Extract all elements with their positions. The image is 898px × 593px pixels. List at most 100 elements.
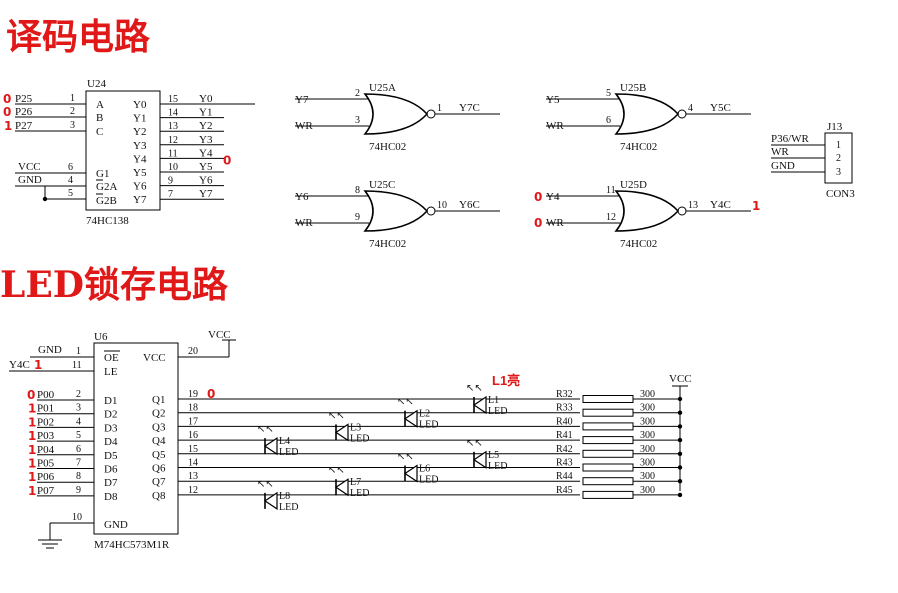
u6-input-state: 1 [28, 415, 36, 429]
u24-output-name: Y6 [133, 181, 147, 193]
resistor-ref: R40 [556, 416, 573, 427]
diode-symbol-icon [472, 450, 487, 469]
u6-oe-name: OE [104, 352, 119, 364]
gate-input-1-net: Y7 [295, 94, 309, 106]
u6-input-net: P00 [37, 389, 55, 401]
u24-g2b-pin: 5 [68, 188, 73, 199]
gate-output-net: Y5C [710, 102, 731, 114]
u6-le-state: 1 [34, 358, 42, 372]
j13-pin-2-num: 2 [836, 153, 841, 164]
led-part: LED [488, 406, 507, 417]
u6-input-pin: 6 [76, 444, 81, 455]
vcc-rail: VCC [669, 373, 692, 491]
u6-output-pin: 12 [188, 485, 198, 496]
light-emission-icon: ↖↖ [397, 397, 414, 408]
inverter-bubble [677, 109, 687, 119]
u6-ref: U6 [94, 331, 108, 343]
j13-pin-3: GND 3 [771, 160, 841, 178]
gate-output-pin: 4 [688, 103, 693, 114]
gate-input-1-net: Y5 [546, 94, 560, 106]
u6-output-name: Q1 [152, 394, 165, 406]
u24-output-pin: 10 [168, 162, 178, 173]
u24-output-net: Y3 [199, 134, 213, 146]
u6-le-pin: Y4C 1 11 LE [9, 358, 118, 378]
u6-input-state: 0 [27, 388, 35, 402]
u6-input-net: P03 [37, 430, 55, 442]
u24-input-b-state: 0 [3, 105, 11, 119]
gate-input-1-state: 0 [534, 190, 542, 204]
gate-output-state: 1 [752, 199, 760, 213]
u6-input-net: P05 [37, 458, 55, 470]
gate-input-2-pin: 9 [355, 212, 360, 223]
u6-input-name: D3 [104, 422, 118, 434]
resistor-ref: R33 [556, 403, 573, 414]
gate-input-2-pin: 6 [606, 115, 611, 126]
u24-output-net: Y2 [199, 120, 212, 132]
diode-symbol-icon [403, 464, 418, 483]
resistor-value: 300 [640, 416, 655, 427]
resistor-value: 300 [640, 444, 655, 455]
u6-vcc-net: VCC [208, 329, 231, 341]
gate-input-1-net: Y6 [295, 191, 309, 203]
resistor-ref: R45 [556, 485, 573, 496]
nor-gate-body [614, 93, 680, 135]
u6-oe-net: GND [38, 344, 62, 356]
u6-output-name: Q2 [152, 408, 165, 420]
u6-input-net: P06 [37, 471, 55, 483]
resistor-value: 300 [640, 471, 655, 482]
j13-pin-2: WR 2 [771, 146, 841, 164]
u24-input-a-pin: 1 [70, 93, 75, 104]
resistor-ref: R41 [556, 430, 573, 441]
u6-input-name: D5 [104, 450, 118, 462]
u6-input-pin: 9 [76, 485, 81, 496]
j13-pin-1: P36/WR 1 [771, 133, 841, 151]
j13-pin-3-num: 3 [836, 167, 841, 178]
u24-output-net: Y0 [199, 93, 213, 105]
u24-input-c-state: 1 [4, 119, 12, 133]
gate-output-net: Y6C [459, 199, 480, 211]
u24-output-pin: 11 [168, 148, 178, 159]
j13-pin-2-net: WR [771, 146, 789, 158]
u24-output-name: Y7 [133, 194, 147, 206]
u6-vcc-pin-num: 20 [188, 346, 198, 357]
u6-gnd-pin: GND 10 [38, 512, 128, 549]
inverter-bubble [426, 109, 436, 119]
resistor-ref: R43 [556, 458, 573, 469]
u24-input-b-pin: 2 [70, 106, 75, 117]
resistor-value: 300 [640, 389, 655, 400]
nor-gate-body [363, 190, 429, 232]
u6-oe-pin: GND 1 OE [30, 344, 120, 364]
diode-symbol-icon [403, 409, 418, 428]
u24-input-b-net: P26 [15, 106, 33, 118]
led-note: L1亮 [492, 373, 520, 388]
led-ref: L2 [419, 409, 430, 420]
u24-input-c-net: P27 [15, 120, 33, 132]
led-ref: L4 [279, 436, 290, 447]
u6-input-state: 1 [28, 429, 36, 443]
gate-input-2-pin: 3 [355, 115, 360, 126]
u6-input-pin: 8 [76, 471, 81, 482]
diode-symbol-icon [263, 436, 278, 456]
resistor-value: 300 [640, 403, 655, 414]
u24-output-name: Y0 [133, 99, 147, 111]
